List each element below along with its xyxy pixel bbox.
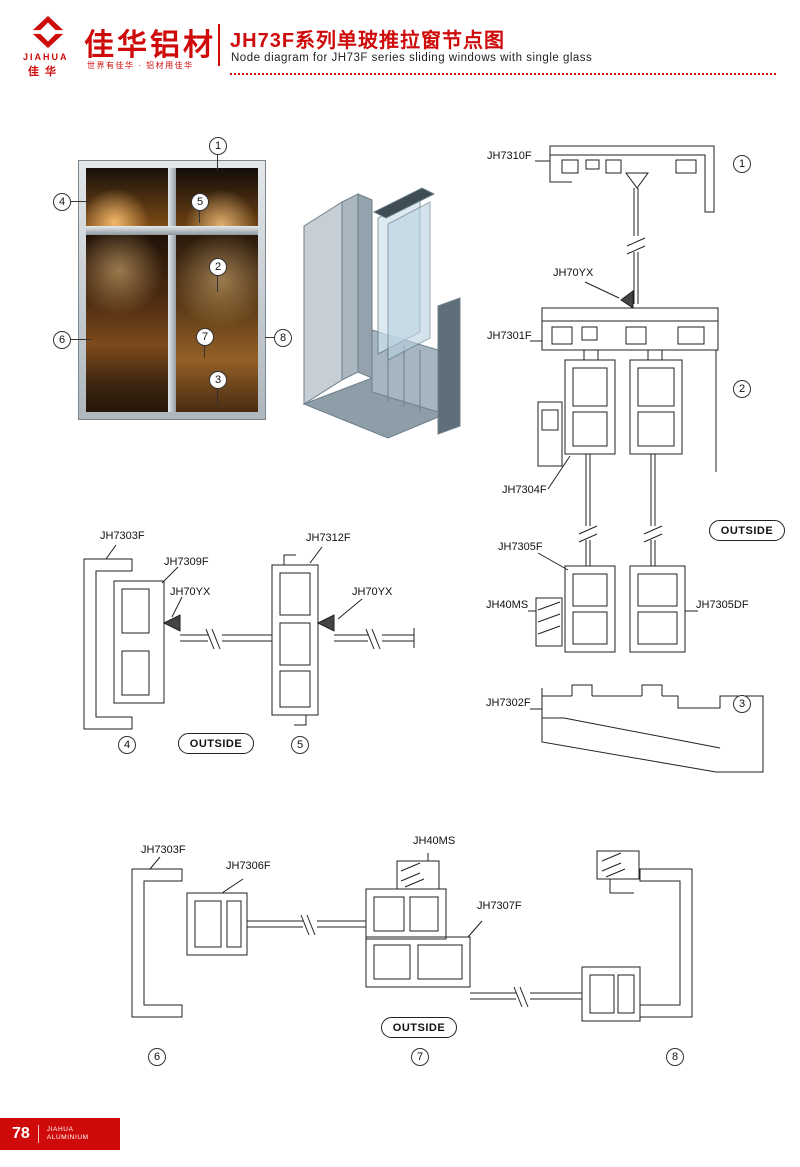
sliding-pane-left <box>86 235 168 412</box>
window-photo <box>78 160 266 420</box>
leader-line <box>265 337 274 338</box>
callout-3: 3 <box>209 371 227 389</box>
footer-brand-line2: ALUMINIUM <box>46 1134 89 1141</box>
section-callout-6: 6 <box>148 1048 166 1066</box>
page-subtitle: Node diagram for JH73F series sliding wi… <box>231 52 593 64</box>
transom-section <box>86 168 258 226</box>
leader-line <box>199 211 200 223</box>
extrusion-3d-shapes <box>302 187 462 439</box>
callout-2: 2 <box>209 258 227 276</box>
callout-4: 4 <box>53 193 71 211</box>
section-diagram-bottom <box>131 850 693 1022</box>
profile-label-jh70yx-right: JH70YX <box>352 586 393 598</box>
profile-label-jh40ms: JH40MS <box>486 599 529 611</box>
brand-name: 佳华铝材 <box>84 29 216 62</box>
page-title: JH73F系列单玻推拉窗节点图 <box>230 30 506 52</box>
profile-label-jh7309f: JH7309F <box>164 556 209 568</box>
header-divider <box>218 24 220 66</box>
profile-label-jh7304f: JH7304F <box>502 484 547 496</box>
profile-linework-bottom <box>131 850 693 1022</box>
section-callout-3: 3 <box>733 695 751 713</box>
callout-6: 6 <box>53 331 71 349</box>
outside-badge-bottom: OUTSIDE <box>381 1017 457 1038</box>
mid-rail <box>86 226 258 235</box>
section-diagram-middle <box>83 544 415 730</box>
footer-brand-line1: JIAHUA <box>46 1126 74 1133</box>
section-callout-2: 2 <box>733 380 751 398</box>
leader-line <box>217 389 218 405</box>
section-callout-1: 1 <box>733 155 751 173</box>
profile-label-jh7301f: JH7301F <box>487 330 532 342</box>
jiahua-knot-icon <box>32 15 64 49</box>
profile-label-jh40ms-bottom: JH40MS <box>413 835 456 847</box>
profile-label-jh7303f-bottom: JH7303F <box>141 844 186 856</box>
section-callout-8: 8 <box>666 1048 684 1066</box>
leader-line <box>71 339 91 340</box>
leader-line <box>217 276 218 292</box>
profile-label-jh7306f: JH7306F <box>226 860 271 872</box>
meeting-stile <box>168 235 176 412</box>
page-number: 78 <box>12 1125 30 1142</box>
leader-line <box>217 155 218 171</box>
transom-mullion <box>168 168 176 226</box>
logo-text-en: JIAHUA <box>23 52 69 62</box>
section-callout-5: 5 <box>291 736 309 754</box>
brand-slogan: 世界有佳华 · 铝材用佳华 <box>87 61 194 70</box>
profile-label-jh7310f: JH7310F <box>487 150 532 162</box>
sliding-section <box>86 235 258 412</box>
footer-brand: JIAHUA ALUMINIUM <box>47 1126 89 1142</box>
profile-3d-render <box>302 187 462 439</box>
callout-5: 5 <box>191 193 209 211</box>
leader-line <box>204 346 205 358</box>
profile-label-jh7305df: JH7305DF <box>696 599 749 611</box>
profile-label-jh70yx-left: JH70YX <box>170 586 211 598</box>
profile-label-jh7305f: JH7305F <box>498 541 543 553</box>
profile-label-jh7302f: JH7302F <box>486 697 531 709</box>
leader-line <box>71 201 91 202</box>
outside-badge-middle: OUTSIDE <box>178 733 254 754</box>
callout-1: 1 <box>209 137 227 155</box>
section-callout-4: 4 <box>118 736 136 754</box>
footer-page-bar: 78 JIAHUA ALUMINIUM <box>0 1118 120 1150</box>
section-callout-7: 7 <box>411 1048 429 1066</box>
logo-text-cn: 佳华 <box>28 66 62 78</box>
profile-linework-middle <box>83 544 415 730</box>
profile-label-jh7307f: JH7307F <box>477 900 522 912</box>
profile-label-jh70yx: JH70YX <box>553 267 594 279</box>
footer-divider <box>37 1125 39 1143</box>
outside-badge-right: OUTSIDE <box>709 520 785 541</box>
callout-7: 7 <box>196 328 214 346</box>
profile-linework-vertical <box>528 145 764 773</box>
profile-label-jh7312f: JH7312F <box>306 532 351 544</box>
section-diagram-vertical <box>528 145 764 773</box>
transom-pane-left <box>86 168 168 226</box>
callout-8: 8 <box>274 329 292 347</box>
dotted-separator <box>230 73 776 75</box>
profile-label-jh7303f: JH7303F <box>100 530 145 542</box>
transom-pane-right <box>176 168 258 226</box>
